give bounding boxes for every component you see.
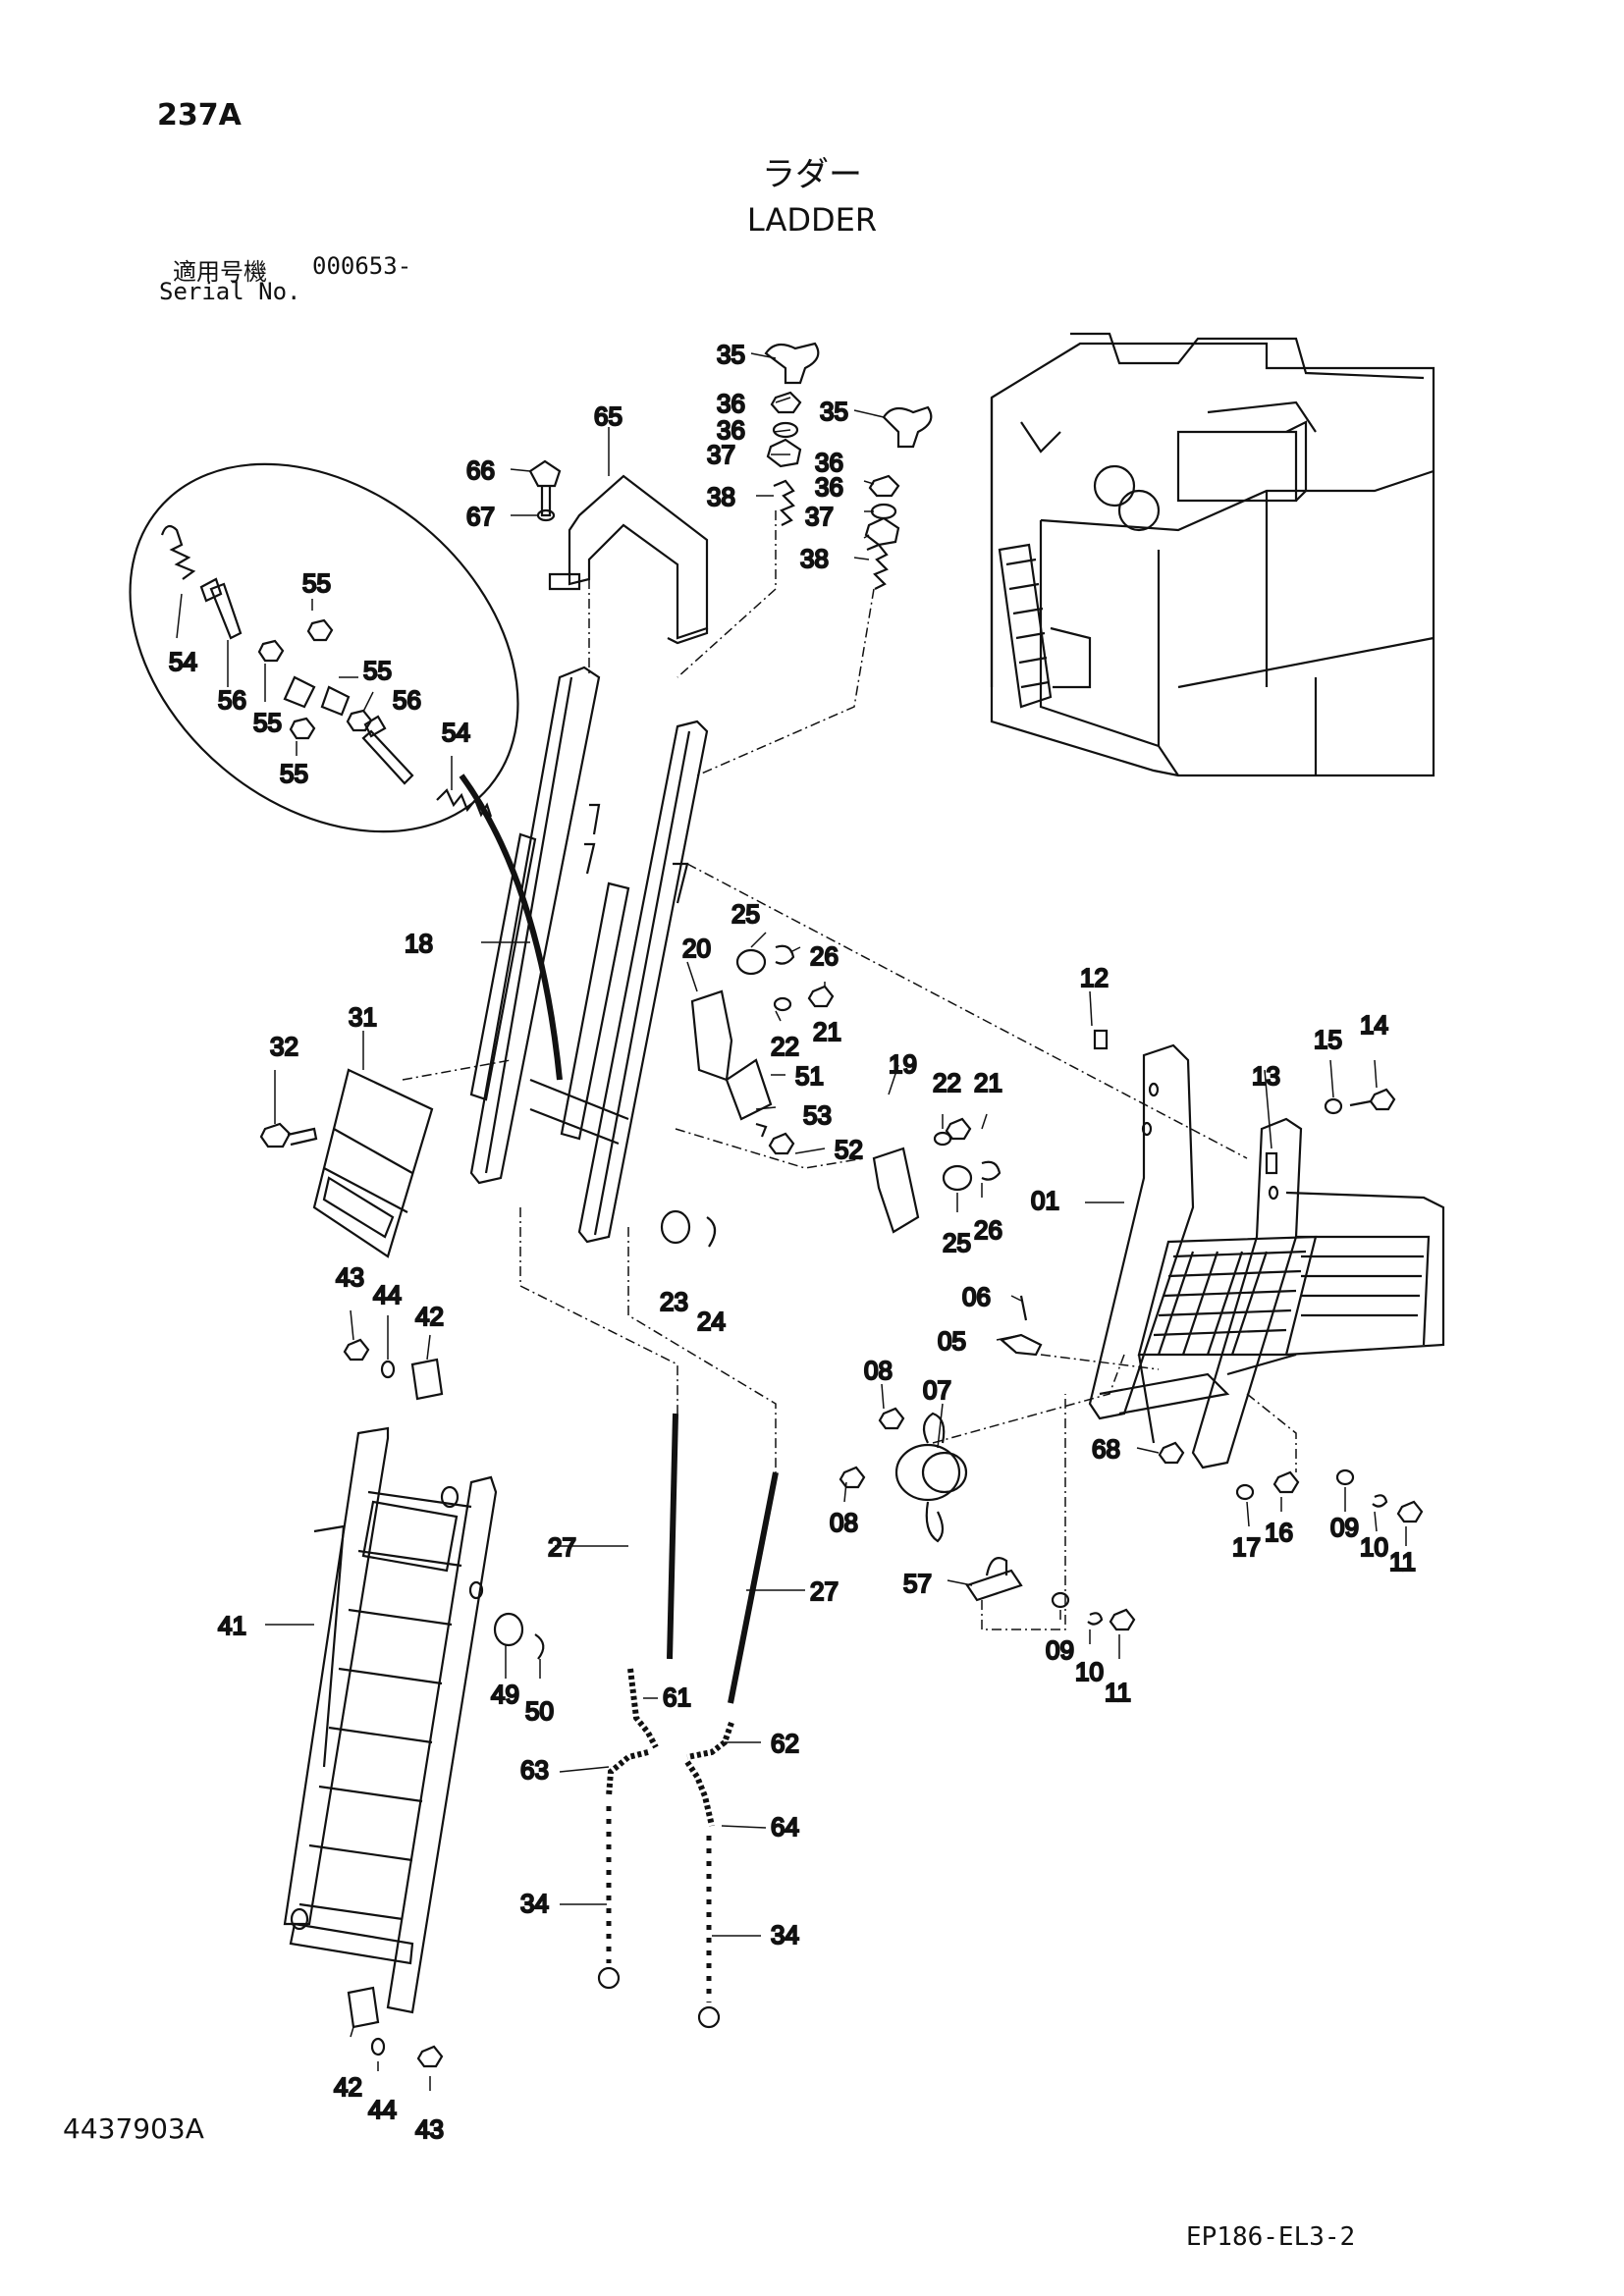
callout-66: 66 [466, 455, 495, 485]
callout-36: 36 [717, 415, 745, 445]
callout-36: 36 [815, 448, 843, 477]
callout-36: 36 [815, 472, 843, 502]
callout-08: 08 [864, 1356, 893, 1385]
callout-56: 56 [393, 685, 421, 715]
callout-36: 36 [717, 389, 745, 418]
callout-34: 34 [520, 1889, 549, 1918]
callout-53: 53 [803, 1100, 832, 1130]
callout-49: 49 [491, 1680, 519, 1709]
knob-assemblies [764, 342, 933, 590]
sheet-code: EP186-EL3-2 [1186, 2222, 1356, 2252]
callout-27: 27 [810, 1576, 839, 1606]
callout-23: 23 [660, 1287, 688, 1316]
callout-18: 18 [405, 929, 433, 958]
callout-06: 06 [962, 1282, 991, 1311]
callout-56: 56 [218, 685, 246, 715]
callout-61: 61 [663, 1682, 691, 1712]
callout-22: 22 [771, 1032, 799, 1061]
callout-10: 10 [1360, 1532, 1388, 1562]
callout-34: 34 [771, 1920, 799, 1949]
lower-ladder-part [283, 1338, 545, 2068]
callout-50: 50 [525, 1696, 554, 1726]
callout-52: 52 [835, 1135, 863, 1164]
callout-07: 07 [923, 1375, 951, 1405]
callout-57: 57 [903, 1569, 932, 1598]
handrail-cover-part [528, 459, 709, 645]
title-english: LADDER [746, 201, 878, 239]
callout-24: 24 [697, 1307, 726, 1336]
callout-54: 54 [169, 647, 197, 676]
serial-value: 000653- [312, 252, 412, 280]
callout-37: 37 [707, 440, 735, 469]
callout-41: 41 [218, 1611, 246, 1640]
callout-12: 12 [1080, 963, 1109, 992]
callout-55: 55 [280, 759, 308, 788]
callout-31: 31 [349, 1002, 377, 1032]
callout-43: 43 [336, 1262, 364, 1292]
callout-numbers: 35 36 36 37 38 35 36 36 37 38 65 66 67 5… [168, 339, 1417, 2145]
title-japanese: ラダー [762, 155, 862, 194]
callout-26: 26 [974, 1215, 1002, 1245]
callout-19: 19 [889, 1049, 917, 1079]
callout-35: 35 [820, 397, 848, 426]
callout-25: 25 [943, 1228, 971, 1257]
callout-43: 43 [415, 2114, 444, 2144]
rods-and-chains [597, 1413, 779, 2029]
callout-14: 14 [1360, 1010, 1388, 1040]
callout-42: 42 [415, 1302, 444, 1331]
callout-17: 17 [1232, 1532, 1261, 1562]
serial-label-english: Serial No. [159, 278, 301, 305]
callout-09: 09 [1330, 1513, 1359, 1542]
callout-16: 16 [1265, 1518, 1293, 1547]
callout-35: 35 [717, 340, 745, 369]
drawing-number: 4437903A [63, 2112, 204, 2145]
upper-rails [469, 666, 709, 1244]
callout-25: 25 [731, 899, 760, 929]
callout-65: 65 [594, 401, 623, 431]
detail-bubble [129, 462, 563, 1081]
callout-54: 54 [442, 718, 470, 747]
cover-plate-part [259, 1068, 434, 1258]
callout-55: 55 [302, 568, 331, 598]
step-platform-part [1088, 1029, 1445, 1523]
callout-01: 01 [1031, 1186, 1059, 1215]
callout-44: 44 [373, 1280, 402, 1309]
callout-37: 37 [805, 502, 834, 531]
callout-55: 55 [253, 708, 282, 737]
machine-overview-drawing [990, 332, 1435, 777]
callout-20: 20 [682, 934, 711, 963]
callout-11: 11 [1105, 1678, 1131, 1707]
callout-55: 55 [363, 656, 392, 685]
callout-26: 26 [810, 941, 839, 971]
callout-64: 64 [771, 1812, 799, 1842]
callout-51: 51 [795, 1061, 824, 1091]
callout-leader-lines [176, 352, 1407, 2091]
callout-08: 08 [830, 1508, 858, 1537]
callout-68: 68 [1092, 1434, 1120, 1464]
callout-21: 21 [813, 1017, 841, 1046]
callout-44: 44 [368, 2095, 397, 2124]
callout-15: 15 [1314, 1025, 1342, 1054]
callout-09: 09 [1046, 1635, 1074, 1665]
callout-10: 10 [1075, 1657, 1104, 1686]
assembly-leader-lines [402, 510, 1297, 1630]
callout-13: 13 [1252, 1061, 1280, 1091]
hook-and-pin-parts [839, 1295, 1136, 1631]
callout-38: 38 [707, 482, 735, 511]
callout-62: 62 [771, 1729, 799, 1758]
callout-42: 42 [334, 2072, 362, 2102]
bracket-parts [660, 944, 1001, 1248]
callout-63: 63 [520, 1755, 549, 1785]
callout-11: 11 [1389, 1547, 1416, 1576]
callout-22: 22 [933, 1068, 961, 1097]
callout-05: 05 [938, 1326, 966, 1356]
callout-32: 32 [270, 1032, 298, 1061]
callout-38: 38 [800, 544, 829, 573]
callout-27: 27 [548, 1532, 576, 1562]
callout-67: 67 [466, 502, 495, 531]
callout-21: 21 [974, 1068, 1002, 1097]
page-number: 237A [157, 98, 242, 133]
serial-label-japanese: 適用号機 [173, 258, 267, 286]
